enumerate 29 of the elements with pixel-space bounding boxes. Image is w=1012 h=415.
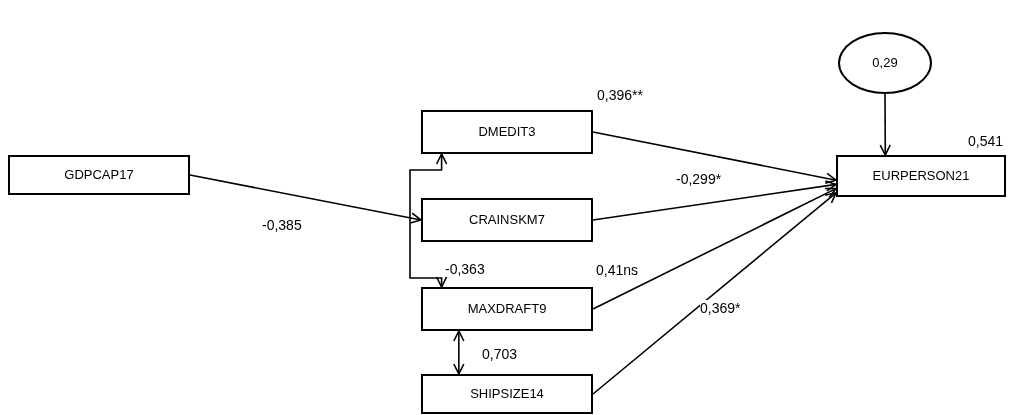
arrow bbox=[592, 187, 837, 310]
variable-name: 0,29 bbox=[872, 54, 898, 73]
variable-box bbox=[421, 198, 593, 242]
variable-name: DMEDIT3 bbox=[478, 123, 536, 142]
r-squared-value: 0,541 bbox=[968, 132, 1004, 151]
arrow bbox=[592, 180, 837, 221]
arrow bbox=[592, 131, 837, 184]
variable-name: EURPERSON21 bbox=[872, 167, 970, 186]
variable-name: GDPCAP17 bbox=[64, 166, 134, 185]
variable-name: SHIPSIZE14 bbox=[470, 385, 544, 404]
variable-box bbox=[421, 287, 593, 331]
edge-label: 0,396** bbox=[597, 87, 643, 103]
edge-label: 0,703 bbox=[482, 346, 518, 362]
arrow bbox=[453, 330, 465, 375]
variable-name: MAXDRAFT9 bbox=[467, 300, 547, 319]
arrow bbox=[189, 174, 422, 224]
variable-box bbox=[421, 110, 593, 154]
edge-label: 0,369* bbox=[700, 300, 741, 316]
arrow bbox=[592, 192, 837, 395]
variable-box bbox=[836, 155, 1006, 197]
variable-box bbox=[421, 374, 593, 414]
edge-label: -0,363 bbox=[445, 261, 485, 277]
edge-label: -0,385 bbox=[262, 217, 302, 233]
arrow bbox=[409, 153, 448, 288]
variable-box bbox=[8, 155, 190, 195]
edge-label: -0,299* bbox=[676, 171, 722, 187]
edge-label: 0,41ns bbox=[596, 262, 639, 278]
variable-name: CRAINSKM7 bbox=[469, 211, 545, 230]
arrow bbox=[879, 93, 892, 156]
